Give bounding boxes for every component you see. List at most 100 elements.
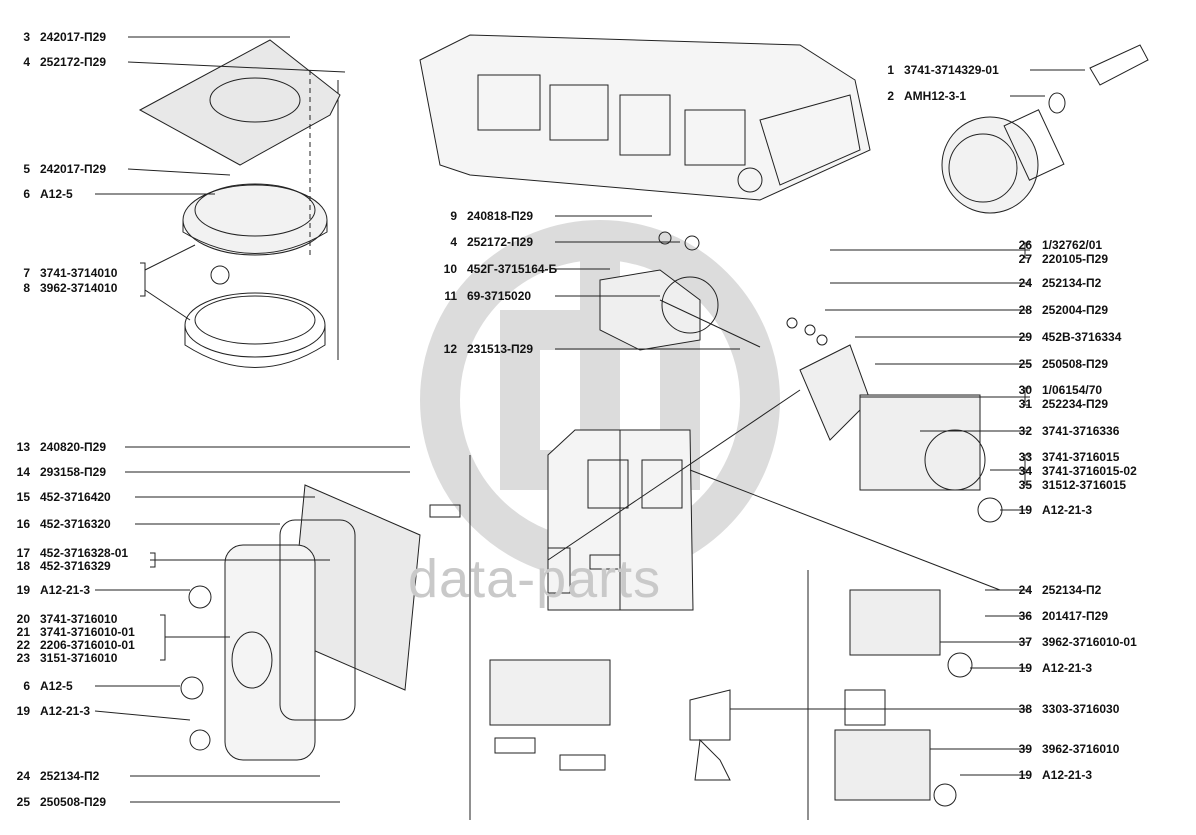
callout-part-code: 250508-П29 bbox=[40, 795, 107, 809]
callout-number: 26 bbox=[1018, 238, 1032, 252]
callout-number: 24 bbox=[1018, 583, 1032, 597]
callout-number: 2 bbox=[887, 89, 894, 103]
callout-part-code: 252134-П2 bbox=[1042, 583, 1102, 597]
callout-number: 16 bbox=[16, 517, 30, 531]
callout: 14 293158-П29 bbox=[8, 465, 106, 479]
callout: 24 252134-П2 bbox=[1010, 583, 1102, 597]
callout-number: 4 bbox=[450, 235, 457, 249]
van-rear-illustration bbox=[547, 429, 694, 611]
callout-number: 28 bbox=[1018, 303, 1032, 317]
callout-part-code: 201417-П29 bbox=[1042, 609, 1109, 623]
callout-number: 10 bbox=[443, 262, 457, 276]
callout-number: 3 bbox=[23, 30, 30, 44]
callout-part-code: 452-3716329 bbox=[40, 559, 111, 573]
callout-number: 37 bbox=[1018, 635, 1032, 649]
callout-number: 30 bbox=[1018, 383, 1032, 397]
callout: 27 220105-П29 bbox=[1010, 252, 1108, 266]
watermark-text: data-parts bbox=[408, 549, 662, 609]
callout-number: 24 bbox=[1018, 276, 1032, 290]
callout-part-code: 252172-П29 bbox=[40, 55, 107, 69]
side-lamp-illustration bbox=[786, 317, 1003, 523]
callout-part-code: 3962-3716010-01 bbox=[1042, 635, 1137, 649]
callout-part-code: 250508-П29 bbox=[1042, 357, 1109, 371]
rear-lamp-illustration bbox=[180, 484, 461, 761]
callout-part-code: 452-3716420 bbox=[40, 490, 111, 504]
callout-number: 22 bbox=[16, 638, 30, 652]
callout-part-code: 3741-3716336 bbox=[1042, 424, 1120, 438]
callout: 4 252172-П29 bbox=[435, 235, 533, 249]
callout-number: 29 bbox=[1018, 330, 1032, 344]
callout-number: 4 bbox=[23, 55, 30, 69]
callout: 4 252172-П29 bbox=[8, 55, 106, 69]
callout-part-code: 3741-3716010 bbox=[40, 612, 118, 626]
callout-number: 14 bbox=[16, 465, 30, 479]
callout-number: 12 bbox=[443, 342, 457, 356]
callout-part-code: 1/06154/70 bbox=[1042, 383, 1103, 397]
brackets bbox=[140, 242, 1030, 661]
headlamp-illustration bbox=[138, 39, 341, 368]
callout: 37 3962-3716010-01 bbox=[1010, 635, 1137, 649]
callout-part-code: 231513-П29 bbox=[467, 342, 534, 356]
callout-part-code: A12-21-3 bbox=[1042, 661, 1093, 675]
callout-part-code: 220105-П29 bbox=[1042, 252, 1109, 266]
callout-part-code: 3151-3716010 bbox=[40, 651, 118, 665]
plate-lamp-illustration bbox=[599, 231, 761, 351]
callout-part-code: 3741-3714329-01 bbox=[904, 63, 999, 77]
callout-number: 34 bbox=[1018, 464, 1032, 478]
callout-number: 35 bbox=[1018, 478, 1032, 492]
callout-part-code: A12-21-3 bbox=[40, 583, 91, 597]
callout-number: 6 bbox=[23, 187, 30, 201]
callout: 22 2206-3716010-01 bbox=[8, 638, 135, 652]
callout-part-code: 1/32762/01 bbox=[1042, 238, 1103, 252]
callout-number: 7 bbox=[23, 266, 30, 280]
callout-part-code: 293158-П29 bbox=[40, 465, 107, 479]
callout-number: 25 bbox=[16, 795, 30, 809]
callout-number: 27 bbox=[1018, 252, 1032, 266]
callout: 29 452В-3716334 bbox=[1010, 330, 1122, 344]
callout-part-code: 252172-П29 bbox=[467, 235, 534, 249]
callout-number: 39 bbox=[1018, 742, 1032, 756]
callout-part-code: 3741-3716015 bbox=[1042, 450, 1120, 464]
callout-part-code: 31512-3716015 bbox=[1042, 478, 1127, 492]
callout-part-code: 3962-3714010 bbox=[40, 281, 118, 295]
callout-part-code: 3303-3716030 bbox=[1042, 702, 1120, 716]
callout-part-code: АМН12-3-1 bbox=[904, 89, 967, 103]
callout-number: 9 bbox=[450, 209, 457, 223]
callout-part-code: 452В-3716334 bbox=[1042, 330, 1122, 344]
callout: 26 1/32762/01 bbox=[1010, 238, 1102, 252]
callout: 30 1/06154/70 bbox=[1010, 383, 1102, 397]
callout-part-code: 240820-П29 bbox=[40, 440, 107, 454]
callout-part-code: 2206-3716010-01 bbox=[40, 638, 135, 652]
callout: 2 АМН12-3-1 bbox=[872, 89, 966, 103]
callout-part-code: 3741-3714010 bbox=[40, 266, 118, 280]
callout-part-code: 452-3716328-01 bbox=[40, 546, 129, 560]
